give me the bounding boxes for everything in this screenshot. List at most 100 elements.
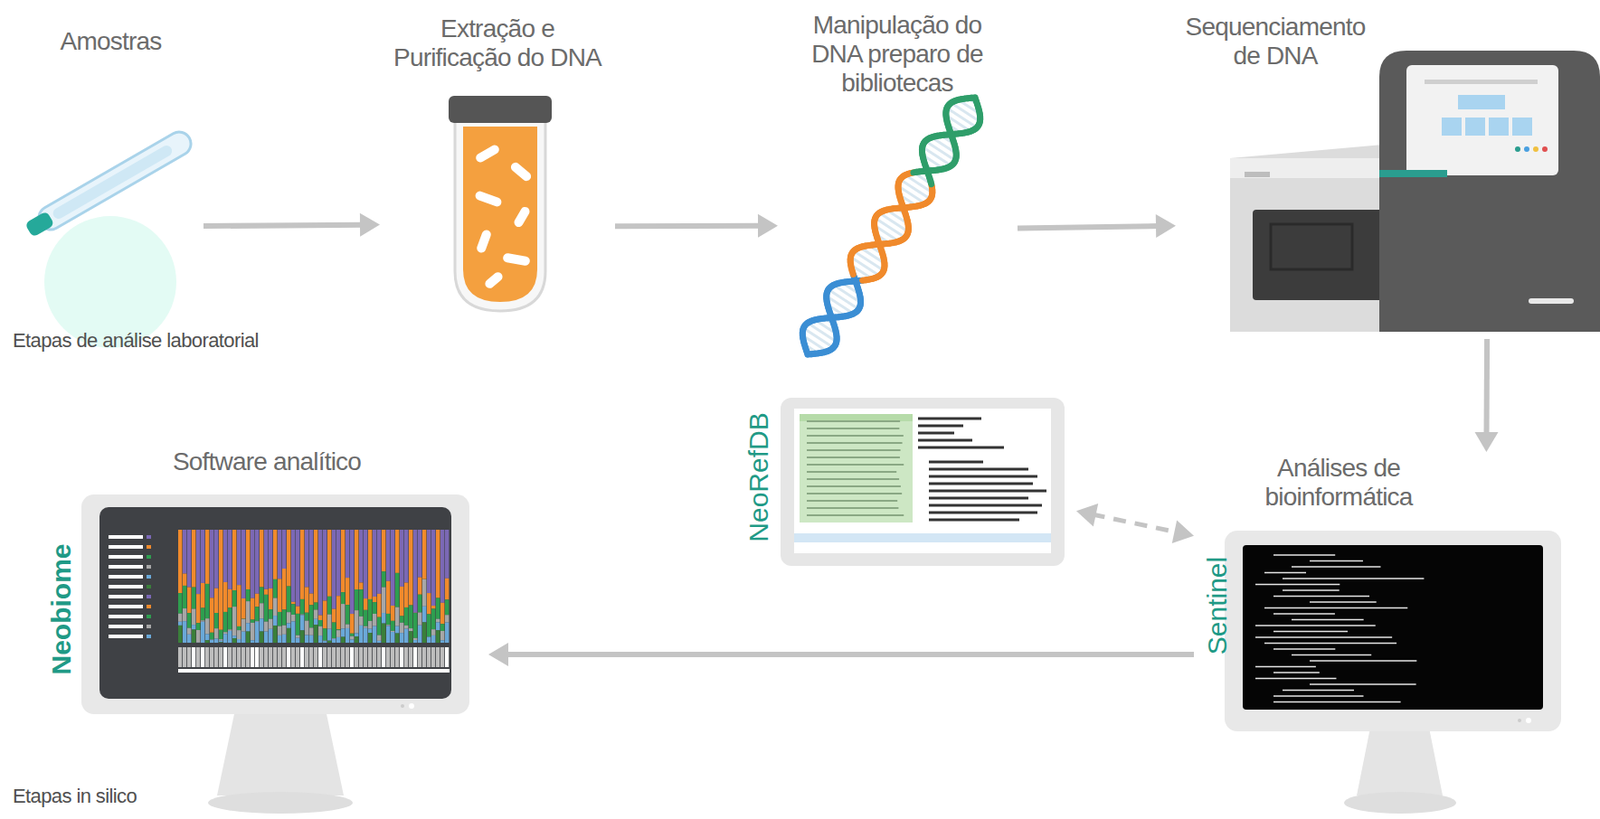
chart-bar	[422, 530, 427, 580]
chart-bar	[241, 619, 246, 633]
chart-bar	[318, 635, 322, 644]
chart-bar	[232, 635, 237, 639]
chart-bar	[209, 597, 214, 633]
flow-arrow	[203, 213, 380, 237]
chart-bar	[255, 530, 259, 595]
chart-bar	[182, 586, 187, 609]
legend-dot	[146, 585, 152, 589]
chart-tick	[368, 647, 372, 668]
code-line	[1282, 589, 1340, 592]
text-line	[928, 461, 984, 464]
sample-swab	[22, 127, 196, 349]
chart-tick	[291, 647, 295, 668]
chart-bar	[200, 607, 205, 621]
chart-bar	[259, 632, 264, 644]
code-line	[1309, 660, 1417, 663]
text-line	[928, 519, 1020, 522]
chart-bar	[295, 614, 300, 636]
chart-bar	[318, 626, 322, 636]
chart-bar	[354, 589, 359, 611]
chart-bar	[223, 582, 228, 613]
chart-bar	[286, 628, 291, 644]
chart-tick	[377, 647, 381, 668]
chart-bar	[232, 590, 237, 607]
arrow-line	[1484, 339, 1491, 436]
helix-rung	[922, 154, 945, 169]
chart-bar	[205, 530, 209, 585]
code-line	[1282, 690, 1354, 692]
arrow-line	[1017, 226, 1160, 228]
legend-line	[108, 585, 143, 589]
stage-title: Software analítico	[45, 447, 489, 477]
arrow-line	[615, 223, 762, 229]
chart-bar	[304, 586, 309, 613]
chart-bar	[277, 635, 282, 644]
chart-bar	[291, 602, 295, 605]
chart-bar	[444, 599, 449, 616]
chart-bar	[372, 596, 377, 603]
chart-bar	[259, 530, 264, 588]
chart-tick	[282, 647, 286, 668]
chart-tick	[413, 647, 417, 668]
chart-bar	[444, 578, 449, 601]
chart-bar	[200, 530, 205, 584]
chart-tick	[268, 647, 273, 668]
text-line	[928, 490, 1047, 493]
chart-bar	[390, 530, 395, 606]
chart-bar	[196, 530, 200, 595]
chart-bar	[331, 639, 336, 644]
stage-node: Extração e Purificação do DNA	[379, 14, 616, 320]
chart-bar	[313, 530, 318, 604]
chart-bar	[381, 613, 386, 625]
chart-tick	[336, 647, 341, 668]
chart-bar	[354, 610, 359, 634]
chart-tick	[331, 647, 336, 668]
swab-tube	[34, 127, 196, 235]
sequencer	[1230, 50, 1600, 332]
flow-arrow	[488, 643, 1194, 667]
chart-bar	[259, 587, 264, 605]
chart-tick	[372, 647, 377, 668]
chart-bar	[223, 612, 228, 633]
stage-node: Manipulação do DNA preparo de biblioteca…	[777, 10, 1018, 367]
chart-bar	[286, 586, 291, 614]
chart-bar	[440, 624, 445, 632]
chart-bar	[241, 632, 246, 644]
stage-node: Sequenciamento de DNA	[1175, 12, 1597, 340]
chart-bar	[264, 632, 268, 644]
chart-bar	[372, 614, 377, 627]
chart-bar	[277, 578, 282, 613]
chart-tick	[327, 647, 332, 668]
chart-bar	[205, 640, 209, 644]
chart-bar	[286, 530, 291, 587]
code-line	[1264, 572, 1307, 575]
chart-bar	[236, 639, 241, 644]
chart-bar	[191, 530, 196, 588]
chart-tick	[435, 647, 440, 668]
chart-bar	[399, 586, 404, 617]
chart-bar	[205, 618, 209, 635]
chart-tick	[214, 647, 218, 668]
helix-rung	[826, 296, 854, 314]
chart-bar	[300, 630, 304, 644]
chart-bar	[417, 625, 422, 644]
chart-bar	[345, 530, 350, 578]
chart-bar	[340, 604, 345, 629]
chart-bar	[304, 621, 309, 636]
mint-circle	[44, 216, 177, 349]
chart-bar	[250, 640, 255, 644]
chart-bar	[277, 626, 282, 636]
legend-dot	[146, 615, 152, 619]
chart-bar	[390, 632, 395, 644]
code-line	[1255, 636, 1392, 639]
chart-tick	[408, 647, 413, 668]
chart-bar	[408, 631, 413, 644]
text-line	[806, 514, 904, 517]
chart-bar	[255, 622, 259, 644]
chart-bar	[331, 623, 336, 639]
chart-bar	[327, 615, 332, 630]
stage-title: Amostras	[18, 27, 204, 57]
helix-strand	[971, 94, 976, 102]
chart-bar	[318, 615, 322, 621]
